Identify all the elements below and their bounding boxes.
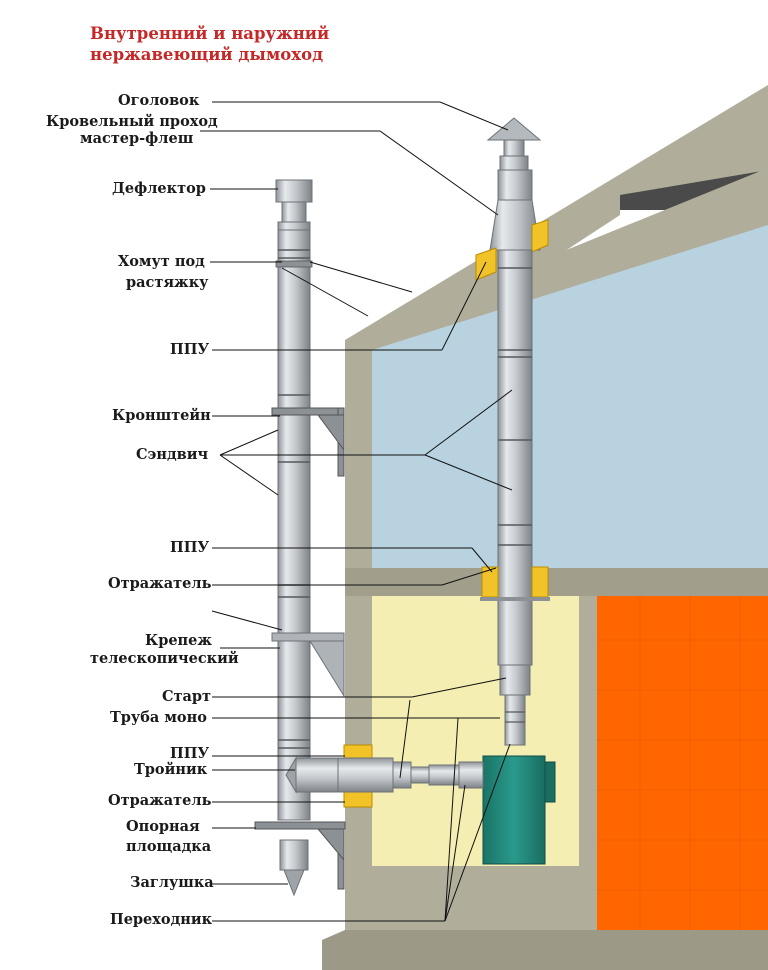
- bracket: [271, 407, 345, 477]
- diagram-title-line2: нержавеющий дымоход: [90, 45, 324, 64]
- orange-panel: [597, 596, 768, 931]
- label-ppu-1: ППУ: [170, 341, 210, 358]
- label-opornaya-1: Опорная: [126, 818, 200, 835]
- label-krepezh-1: Крепеж: [145, 632, 213, 649]
- label-truba-mono: Труба моно: [110, 709, 207, 726]
- room: [372, 596, 579, 866]
- label-start: Старт: [162, 688, 212, 705]
- diagram-title-line1: Внутренний и наружний: [90, 24, 330, 43]
- label-homut-2: растяжку: [126, 274, 209, 291]
- support-platform: [254, 821, 346, 890]
- attic-window: [372, 225, 768, 568]
- label-ppu-2: ППУ: [170, 539, 210, 556]
- inner-chimney: [337, 117, 556, 865]
- inner-tube: [497, 249, 533, 666]
- label-deflektor: Дефлектор: [112, 180, 206, 197]
- mono-pipe: [504, 694, 526, 746]
- boiler: [482, 755, 546, 865]
- label-krovelny-1: Кровельный проход: [46, 113, 218, 130]
- label-ogolovok: Оголовок: [118, 92, 200, 109]
- label-zaglushka: Заглушка: [130, 874, 214, 891]
- leader-lines: [200, 101, 513, 922]
- floor-slab: [345, 568, 768, 596]
- label-krepezh-2: телескопический: [90, 650, 239, 667]
- label-ppu-3: ППУ: [170, 745, 210, 762]
- chimney-head: [486, 117, 542, 141]
- label-otrazhatel-2: Отражатель: [108, 792, 212, 809]
- start-adapter: [499, 664, 531, 696]
- label-krovelny-2: мастер-флеш: [80, 130, 194, 147]
- telescopic-mount: [271, 632, 345, 698]
- outer-tee-branch: [295, 757, 345, 793]
- label-sendvich: Сэндвич: [136, 446, 209, 463]
- label-opornaya-2: площадка: [126, 838, 212, 855]
- master-flash: [489, 199, 541, 251]
- foundation: [322, 930, 768, 970]
- label-troinik: Тройник: [134, 761, 208, 778]
- outer-tube: [277, 229, 311, 821]
- label-kronshtein: Кронштейн: [112, 407, 211, 424]
- label-perehodnik: Переходник: [110, 911, 213, 928]
- deflector: [275, 179, 313, 203]
- label-otrazhatel-1: Отражатель: [108, 575, 212, 592]
- outer-chimney: [254, 179, 346, 897]
- end-cap: [283, 869, 305, 897]
- label-homut-1: Хомут под: [118, 253, 205, 270]
